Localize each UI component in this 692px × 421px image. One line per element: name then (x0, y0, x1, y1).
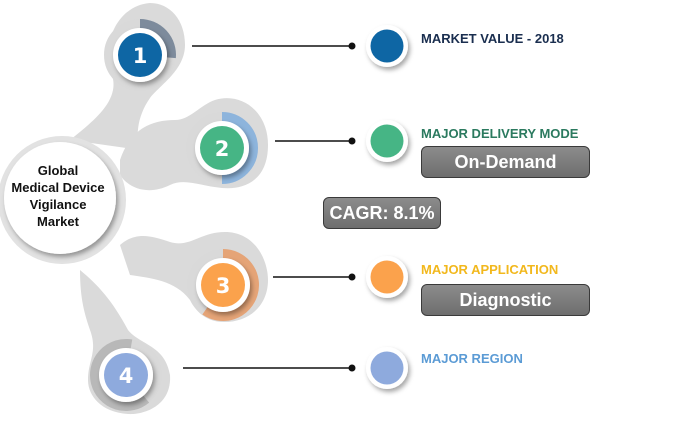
connector-lines (183, 42, 356, 372)
center-title-line: Medical Device (11, 180, 105, 195)
bullet-4 (366, 347, 408, 389)
step-node-3: 3 (187, 249, 259, 321)
step-badge (104, 353, 148, 397)
center-title: Global Medical Device Vigilance Market (2, 162, 114, 230)
bullet-dot (370, 351, 404, 385)
step-node-2: 2 (186, 112, 258, 184)
step-badge (200, 126, 244, 170)
label-region: MAJOR REGION (421, 351, 523, 366)
step-node-4: 4 (90, 339, 162, 411)
step-badge (118, 33, 162, 77)
application-value: Diagnostic (421, 284, 590, 316)
cagr-badge: CAGR: 8.1% (323, 197, 441, 229)
center-title-line: Market (37, 214, 79, 229)
center-title-line: Global (37, 163, 79, 178)
bullet-dot (370, 260, 404, 294)
label-market-value: MARKET VALUE - 2018 (421, 31, 564, 46)
center-node (0, 136, 126, 264)
step-number: 4 (119, 364, 134, 388)
step-ring-progress (221, 112, 258, 184)
step-ring-progress (139, 19, 176, 59)
bullet-dot (370, 29, 404, 63)
step-number: 1 (133, 44, 148, 68)
connector-dot (348, 137, 356, 145)
step-ring-progress (202, 249, 259, 321)
label-application: MAJOR APPLICATION (421, 262, 559, 277)
step-number: 3 (216, 274, 231, 298)
connector-dot (348, 42, 356, 50)
step-node-1: 1 (104, 19, 176, 91)
bullet-2 (366, 120, 408, 162)
bullet-dot (370, 124, 404, 158)
step-number: 2 (215, 137, 230, 161)
step-badge (201, 263, 245, 307)
bullet-3 (366, 256, 408, 298)
center-title-line: Vigilance (29, 197, 87, 212)
connector-dot (348, 273, 356, 281)
bullet-1 (366, 25, 408, 67)
step-ring-progress (90, 339, 150, 411)
delivery-mode-value: On-Demand (421, 146, 590, 178)
label-delivery-mode: MAJOR DELIVERY MODE (421, 126, 579, 141)
connector-dot (348, 364, 356, 372)
